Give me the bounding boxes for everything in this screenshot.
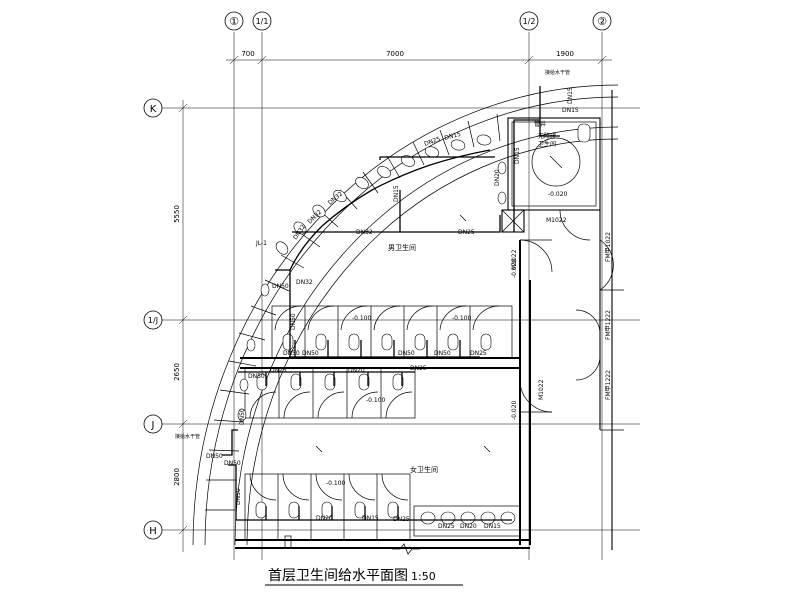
pipe-label: DN50 [434,350,451,357]
wash-basins [413,505,521,537]
curved-wall [192,84,619,546]
mens-stalls [271,305,513,359]
level-label: -0.100 [452,315,472,322]
pipe-label: DN50 [272,283,289,290]
pipe-label: DN50 [239,408,246,425]
pipe-label: DN20 [348,367,365,374]
level-label: -0.100 [366,397,386,404]
pipe-label: DN15 [484,523,501,530]
door-label: M1022 [546,217,567,224]
room-label-accessible-1: 无障碍 [538,132,556,140]
pipe-label: DN15 [362,515,379,522]
pipe-label: DN50 [206,453,223,460]
title-text: 首层卫生间给水平面图 [268,568,408,584]
dim-2800: 2800 [173,468,181,486]
pipe-label: DN25 [470,350,487,357]
level-label: -0.020 [511,258,518,278]
accessible-fixtures [497,123,591,205]
axis-bubbles-left: K 1/J J H [143,98,163,540]
axis-bubbles-top: ① 1/1 1/2 ② [224,11,612,31]
pipe-label: DN50 [302,350,319,357]
right-doors [519,209,614,413]
break-symbol [392,543,420,555]
pipe-label: DN15 [567,87,574,104]
urinals [237,134,492,422]
pipe-label: DN25 [438,523,455,530]
door-label: FM甲1222 [605,370,612,400]
title-scale: 1:50 [411,570,436,583]
womens-stalls-upper [244,367,416,419]
room-labels: 男卫生间 女卫生间 无障碍 卫生间 管井 JL-1 接给水干管 接给水干管 [175,69,570,474]
pipe-label: DN50 [283,350,300,357]
dimension-top: 700 7000 1900 [226,50,612,65]
pipe-label: DN25 [458,229,475,236]
dim-2650: 2650 [173,363,181,381]
water-pipes [222,86,560,521]
pipe-label: DN20 [494,169,501,186]
level-label: -0.100 [326,480,346,487]
pipe-label: DN25 [270,367,287,374]
floor-drains [315,214,491,453]
room-label-womens: 女卫生间 [410,465,438,474]
pipe-label: DN50 [398,350,415,357]
drawing-title: 首层卫生间给水平面图 1:50 [265,568,463,586]
axis-label-j: J [151,420,155,431]
pipe-label: DN25 [410,365,427,372]
dimension-left: 5550 2650 2800 [173,100,188,552]
dim-1900: 1900 [556,50,574,58]
pipe-label: DN32 [296,279,313,286]
door-label: FM甲1222 [605,310,612,340]
axis-label-1-1: 1/1 [256,17,269,26]
door-label: M1022 [538,379,545,400]
pipe-label: DN20 [460,523,477,530]
pipe-label: DN25 [423,136,441,148]
axis-label-1: ① [229,15,239,28]
pipe-label: DN50 [224,460,241,467]
axis-label-1-j: 1/J [148,316,158,325]
note-main-pipe-left: 接给水干管 [175,433,200,440]
dim-700: 700 [241,50,254,58]
door-labels: M1022 M1022 M1022 FM甲1022 FM甲1222 FM甲122… [511,217,612,400]
axis-label-k: K [150,104,157,115]
riser-label: JL-1 [255,240,267,247]
pipe-label: DN15 [444,131,462,142]
axis-label-h: H [149,526,157,537]
pipe-label: DN15 [514,147,521,164]
pipe-label: DN25 [393,516,410,523]
axis-label-2: ② [597,15,607,28]
room-label-mens: 男卫生间 [388,243,416,252]
level-label: -0.020 [511,400,518,420]
pipe-label: DN50 [235,488,242,505]
pipe-label: DN20 [316,515,333,522]
pipe-label: DN15 [393,185,400,202]
level-labels: -0.020 -0.020 -0.020 -0.100 -0.100 -0.10… [326,191,568,487]
dim-5550: 5550 [173,205,181,223]
level-label: -0.020 [548,191,568,198]
axis-label-1-2: 1/2 [523,17,536,26]
pipe-label: DN15 [562,107,579,114]
pipe-label: DN50 [290,313,297,330]
note-main-pipe-top: 接给水干管 [545,69,570,76]
room-label-accessible-2: 卫生间 [538,140,556,148]
pipe-label: DN50 [248,373,265,380]
dim-7000: 7000 [386,50,404,58]
room-label-shaft: 管井 [534,120,546,128]
pipe-label: DN32 [356,229,373,236]
level-label: -0.100 [352,315,372,322]
door-label: FM甲1022 [605,232,612,262]
door-label: M1022 [511,249,518,270]
